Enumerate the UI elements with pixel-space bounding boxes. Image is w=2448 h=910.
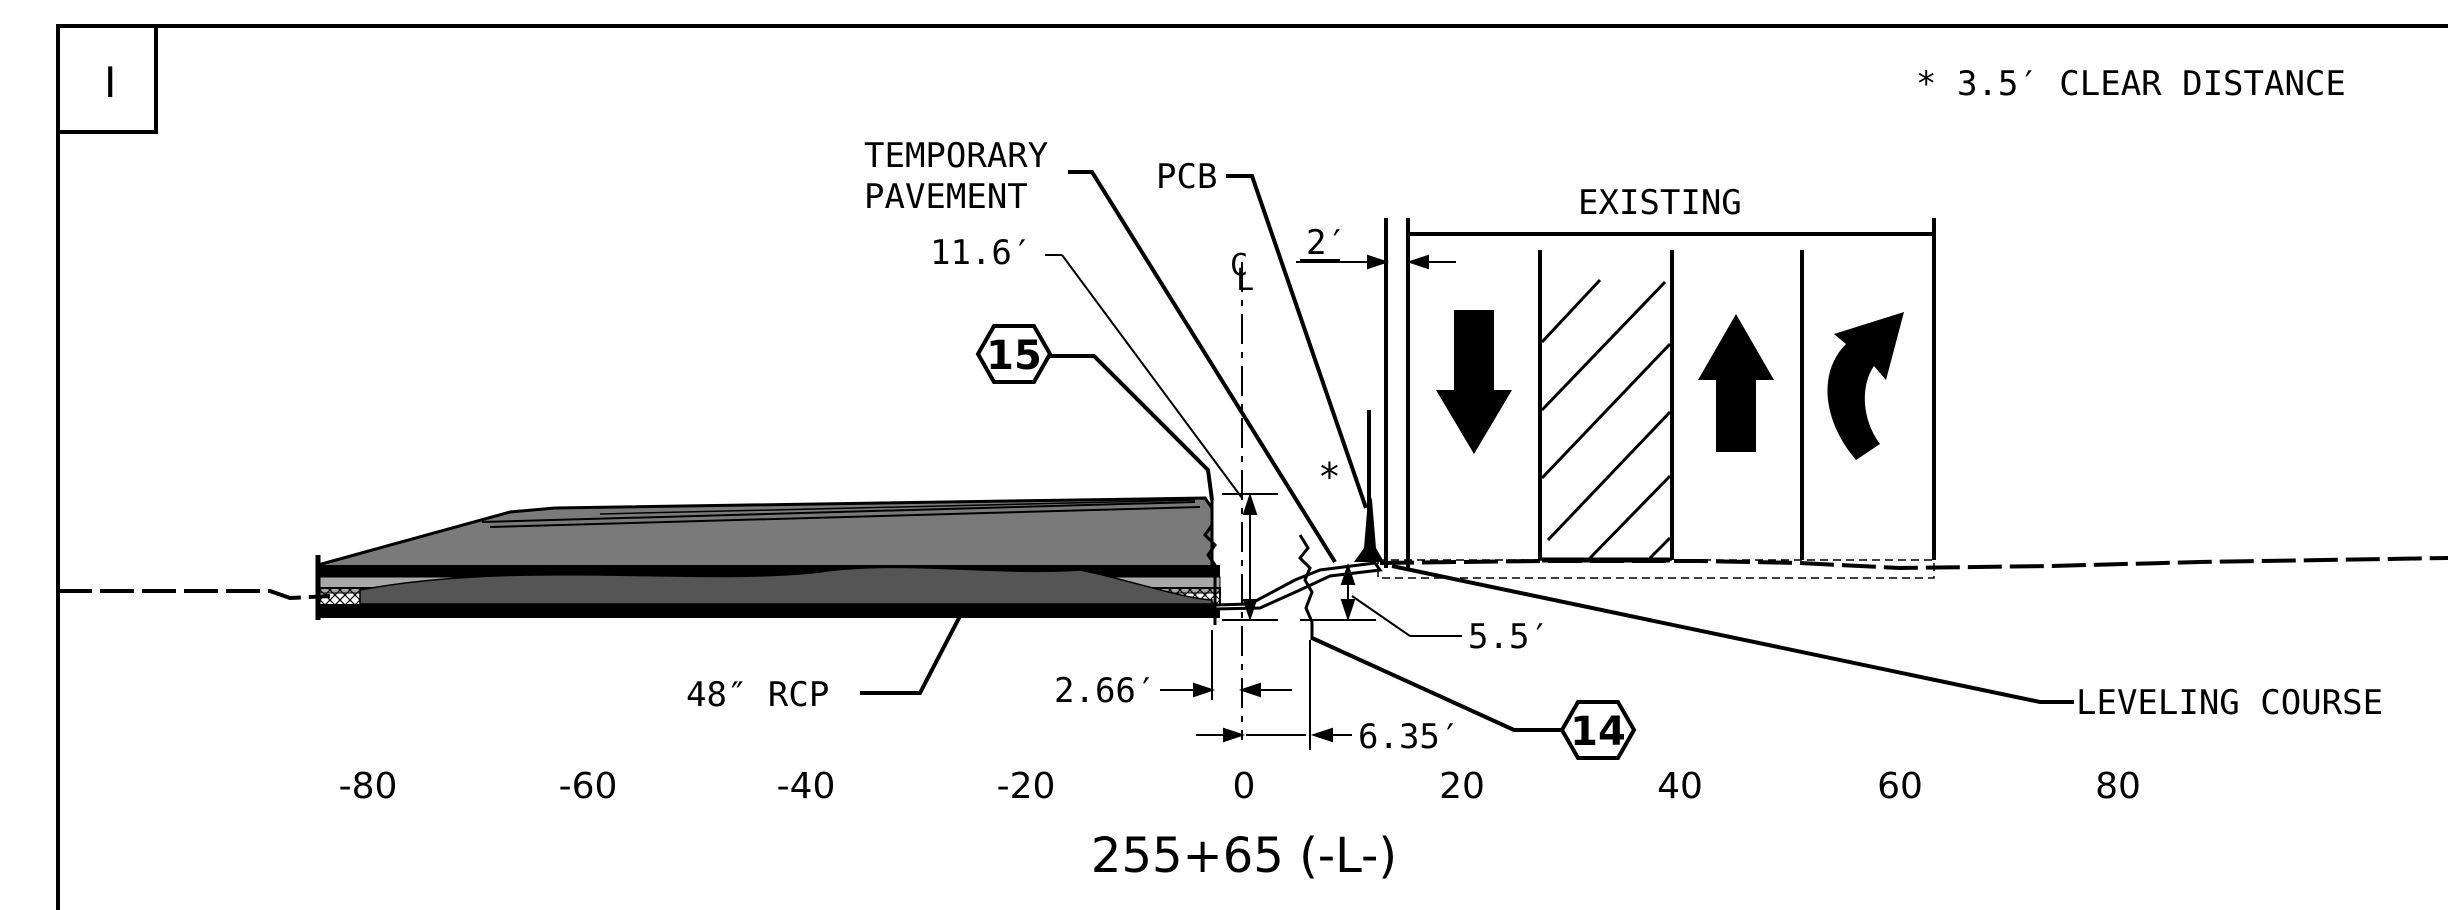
temporary-pavement-leader [1068,170,1337,564]
tag-14-label: 14 [1570,709,1626,755]
leveling-course-label: LEVELING COURSE [2076,683,2383,723]
rcp-leader [860,615,962,695]
clear-distance-note: * 3.5′ CLEAR DISTANCE [1916,64,2346,104]
tick-label: -60 [559,766,618,807]
dim-2-label: 2′ [1306,223,1347,263]
dimension-11-6 [1045,254,1278,622]
tick-label: -80 [339,766,398,807]
pcb-barrier [1354,410,1384,562]
rcp-label: 48″ RCP [686,675,829,715]
panel-id-label: I [104,58,116,107]
tick-label: 60 [1877,766,1923,807]
tick-label: 20 [1439,766,1485,807]
dim-5-5-label: 5.5′ [1468,617,1550,657]
centerline-l: L [1236,263,1254,298]
arrow-up-icon [1698,314,1774,452]
centerline-c: C [1230,248,1248,283]
panel-id-box [56,24,158,134]
tag-15-label: 15 [986,333,1042,379]
sheet-border [56,24,2448,910]
arrow-down-icon [1436,310,1512,454]
pcb-label: PCB [1156,157,1217,197]
tag-15 [975,324,1214,501]
tag-14 [1311,636,1637,760]
dimension-2 [1296,254,1456,270]
dim-11-6-label: 11.6′ [930,233,1032,273]
hatched-median [1540,278,1672,560]
temporary-label-line2: PAVEMENT [864,177,1028,217]
fill-section [315,496,1221,620]
dim-2-66-label: 2.66′ [1054,671,1156,711]
dim-6-35-label: 6.35′ [1358,717,1460,757]
tick-label: -20 [997,766,1056,807]
temporary-pavement [1213,534,1383,640]
leveling-course-leader [1391,564,2074,704]
tick-label: 80 [2095,766,2141,807]
station-label: 255+65 (-L-) [1091,828,1397,884]
axis-tick-labels: -80 -60 -40 -20 0 20 40 60 80 [339,766,2141,807]
dimension-2-66 [1160,630,1292,700]
existing-lanes [1384,218,1936,568]
turn-arrow-icon [1827,312,1904,460]
temporary-label-line1: TEMPORARY [864,136,1048,176]
cut-edge-breakline [1203,498,1217,625]
tick-label: 40 [1657,766,1703,807]
dimension-5-5 [1300,562,1462,637]
tick-label: 0 [1233,766,1256,807]
pcb-leader [1226,174,1368,509]
centerline: C L [1230,248,1254,740]
tick-label: -40 [777,766,836,807]
dimension-6-35 [1196,640,1352,750]
existing-label: EXISTING [1578,183,1742,223]
clear-distance-asterisk: * [1318,455,1341,499]
